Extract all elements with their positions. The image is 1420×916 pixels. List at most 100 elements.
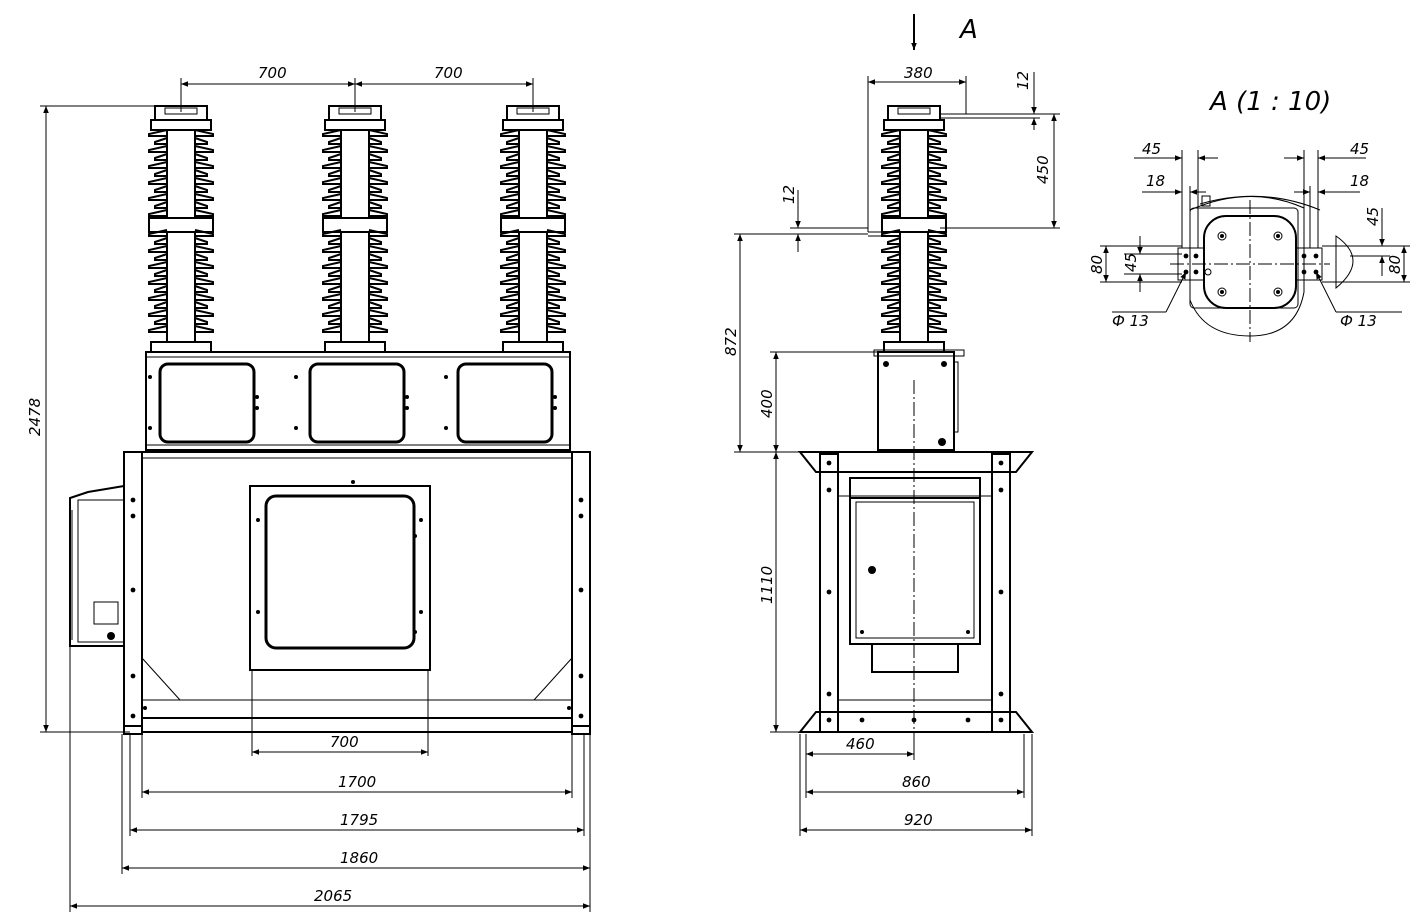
shed — [500, 177, 566, 185]
shed — [148, 193, 214, 201]
shed — [328, 185, 382, 193]
shed — [154, 317, 208, 325]
dim-400: 400 — [758, 389, 776, 418]
shed — [887, 269, 941, 277]
dim-380: 380 — [904, 64, 933, 82]
detail-dim-80-r: 80 — [1386, 255, 1404, 274]
shed — [506, 137, 560, 145]
shed — [881, 309, 947, 317]
dim-1700: 1700 — [338, 773, 376, 791]
shed — [506, 237, 560, 245]
shed — [500, 129, 566, 137]
detail-hole-left: Ф 13 — [1112, 312, 1149, 330]
detail-hole-right: Ф 13 — [1340, 312, 1377, 330]
shed — [887, 253, 941, 261]
cabinet-window-left — [158, 362, 256, 444]
shed — [887, 137, 941, 145]
shed — [887, 317, 941, 325]
cabinet-window-middle — [308, 362, 406, 444]
shed — [881, 293, 947, 301]
shed — [148, 277, 214, 285]
dim-12-mid: 12 — [780, 185, 798, 204]
drive-box — [69, 485, 125, 647]
detail-dim-80-l: 80 — [1088, 255, 1106, 274]
shed — [154, 201, 208, 209]
shed — [148, 293, 214, 301]
front-view: 700 700 2478 700 1700 1795 1860 2065 — [26, 64, 591, 912]
frame-leg-right — [991, 453, 1011, 733]
dim-860: 860 — [902, 773, 931, 791]
shed — [500, 277, 566, 285]
shed — [506, 269, 560, 277]
shed — [148, 145, 214, 153]
body-door-frame — [249, 485, 431, 671]
shed — [322, 277, 388, 285]
dim-460: 460 — [846, 735, 875, 753]
shed — [887, 237, 941, 245]
shed — [506, 317, 560, 325]
shed-group — [148, 129, 214, 333]
shed — [322, 261, 388, 269]
dim-872: 872 — [722, 327, 740, 356]
shed — [881, 193, 947, 201]
shed — [887, 301, 941, 309]
shed — [148, 161, 214, 169]
shed — [148, 129, 214, 137]
dim-height-2478: 2478 — [26, 398, 44, 436]
shed — [500, 261, 566, 269]
shed — [154, 237, 208, 245]
side-view: A — [722, 14, 1060, 836]
shed — [328, 317, 382, 325]
dim-1860: 1860 — [340, 849, 378, 867]
shed — [881, 145, 947, 153]
shed-group — [500, 129, 566, 333]
side-top-box — [877, 351, 955, 451]
detail-side-cap — [1335, 235, 1354, 290]
shed — [328, 285, 382, 293]
shed — [506, 169, 560, 177]
shed — [881, 229, 947, 237]
shed — [154, 185, 208, 193]
dim-1795: 1795 — [340, 811, 378, 829]
mechanism-bottom — [871, 643, 959, 673]
shed — [881, 245, 947, 253]
shed — [881, 161, 947, 169]
shed — [887, 185, 941, 193]
mechanism-top — [849, 477, 981, 499]
shed — [506, 253, 560, 261]
dim-12-top: 12 — [1014, 71, 1032, 90]
shed — [148, 177, 214, 185]
shed — [148, 209, 214, 217]
shed — [328, 253, 382, 261]
shed — [148, 261, 214, 269]
shed — [322, 229, 388, 237]
shed — [322, 209, 388, 217]
shed — [148, 325, 214, 333]
shed — [322, 293, 388, 301]
shed — [500, 293, 566, 301]
shed — [148, 245, 214, 253]
shed — [328, 269, 382, 277]
body-window — [264, 494, 416, 650]
shed — [328, 169, 382, 177]
detail-body-outline — [1189, 196, 1305, 337]
main-body — [123, 451, 591, 733]
shed — [322, 325, 388, 333]
shed — [154, 253, 208, 261]
shed — [322, 129, 388, 137]
shed — [506, 201, 560, 209]
view-letter: A — [958, 15, 978, 45]
shed — [154, 169, 208, 177]
shed — [322, 145, 388, 153]
shed-group — [322, 129, 388, 333]
shed — [322, 161, 388, 169]
frame-bottom-plate — [797, 711, 1035, 733]
shed — [154, 301, 208, 309]
shed — [881, 261, 947, 269]
cabinet-window-right — [456, 362, 554, 444]
shed — [881, 177, 947, 185]
shed — [322, 309, 388, 317]
shed — [322, 245, 388, 253]
detail-dim-45-r: 45 — [1364, 207, 1382, 226]
